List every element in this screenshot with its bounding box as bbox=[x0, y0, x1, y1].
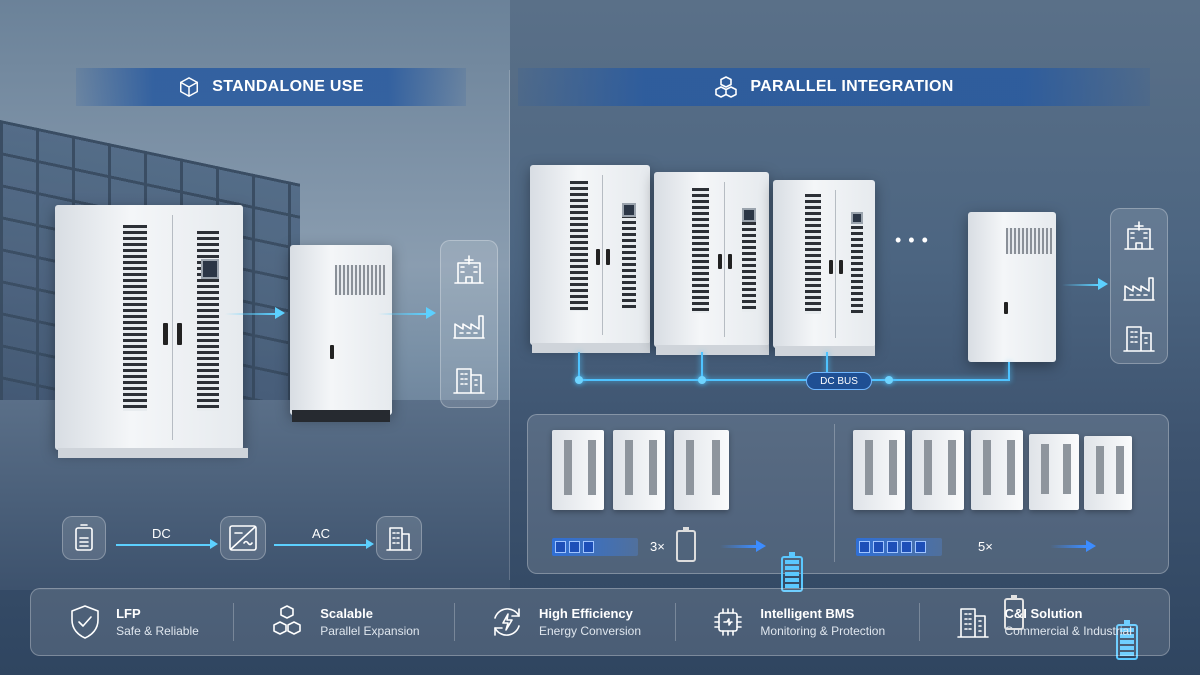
capacity-bar bbox=[856, 538, 942, 556]
capacity-bar bbox=[552, 538, 638, 556]
dc-bus-label: DC BUS bbox=[806, 372, 872, 390]
chip-icon bbox=[714, 608, 743, 636]
load-panel bbox=[440, 240, 498, 408]
pcs-cabinet bbox=[290, 245, 392, 415]
inverter-node bbox=[220, 516, 266, 560]
battery-cabinet bbox=[55, 205, 243, 450]
ac-label: AC bbox=[312, 526, 331, 541]
load-panel bbox=[1110, 208, 1168, 364]
battery-cabinet bbox=[773, 180, 875, 348]
feature-subtitle: Energy Conversion bbox=[538, 624, 642, 638]
dc-label: DC bbox=[152, 526, 171, 541]
feature-subtitle: Monitoring & Protection bbox=[760, 624, 886, 638]
mini-cabinet bbox=[1029, 434, 1079, 510]
shield-check-icon bbox=[71, 605, 99, 639]
cabinet-handle bbox=[177, 323, 182, 345]
inverter-icon bbox=[229, 525, 257, 551]
mini-cabinet bbox=[971, 430, 1023, 510]
office-building-icon bbox=[386, 527, 412, 551]
cabinet-handle bbox=[163, 323, 168, 345]
mini-cabinet bbox=[613, 430, 665, 510]
battery-node bbox=[62, 516, 106, 560]
pcs-vent bbox=[335, 265, 385, 295]
hospital-icon bbox=[1124, 220, 1154, 250]
flow-arrow bbox=[378, 313, 426, 315]
ac-flow-arrow bbox=[274, 544, 368, 546]
pcs-cabinet bbox=[968, 212, 1056, 362]
battery-empty-icon bbox=[1004, 595, 1024, 630]
parallel-header: PARALLEL INTEGRATION bbox=[518, 68, 1150, 106]
section-divider bbox=[509, 70, 510, 580]
cubes-icon bbox=[715, 76, 738, 98]
feature-subtitle: Commercial & Industrial bbox=[1004, 624, 1132, 638]
hospital-icon bbox=[454, 254, 484, 284]
feature-subtitle: Parallel Expansion bbox=[320, 624, 420, 638]
factory-icon bbox=[1123, 277, 1155, 301]
building-node bbox=[376, 516, 422, 560]
cube-icon bbox=[180, 77, 199, 97]
flow-arrow bbox=[225, 313, 275, 315]
feature-title: Scalable bbox=[320, 606, 373, 621]
battery-cabinet bbox=[654, 172, 769, 347]
standalone-header: STANDALONE USE bbox=[76, 68, 466, 106]
refresh-bolt-icon bbox=[494, 608, 520, 636]
mini-cabinet bbox=[552, 430, 604, 510]
office-building-icon bbox=[956, 608, 989, 638]
dc-bus-line bbox=[578, 379, 1010, 381]
cabinet-display bbox=[201, 259, 219, 279]
feature-subtitle: Safe & Reliable bbox=[116, 624, 199, 638]
feature-title: LFP bbox=[116, 606, 141, 621]
mini-cabinet bbox=[674, 430, 729, 510]
feature-lfp: LFP Safe & Reliable bbox=[68, 604, 199, 640]
expansion-factor-3x: 3× bbox=[650, 539, 665, 554]
cubes-icon bbox=[273, 605, 301, 635]
parallel-title: PARALLEL INTEGRATION bbox=[750, 78, 954, 95]
office-building-icon bbox=[1123, 326, 1155, 353]
standalone-title: STANDALONE USE bbox=[212, 78, 364, 95]
office-building-icon bbox=[453, 368, 485, 395]
feature-title: C&I Solution bbox=[1004, 606, 1083, 621]
battery-empty-icon bbox=[676, 527, 696, 562]
mini-cabinet bbox=[853, 430, 905, 510]
feature-bms: Intelligent BMS Monitoring & Protection bbox=[710, 604, 885, 640]
expansion-factor-5x: 5× bbox=[978, 539, 993, 554]
mini-cabinet bbox=[912, 430, 964, 510]
battery-full-icon bbox=[1116, 620, 1138, 660]
feature-title: High Efficiency bbox=[538, 606, 633, 621]
battery-full-icon bbox=[781, 552, 803, 592]
more-cabinets-ellipsis: • • • bbox=[895, 230, 929, 250]
mini-cabinet bbox=[1084, 436, 1132, 510]
factory-icon bbox=[453, 315, 485, 339]
dc-flow-arrow bbox=[116, 544, 212, 546]
feature-title: Intelligent BMS bbox=[760, 606, 855, 621]
battery-icon bbox=[75, 524, 93, 551]
battery-cabinet bbox=[530, 165, 650, 345]
